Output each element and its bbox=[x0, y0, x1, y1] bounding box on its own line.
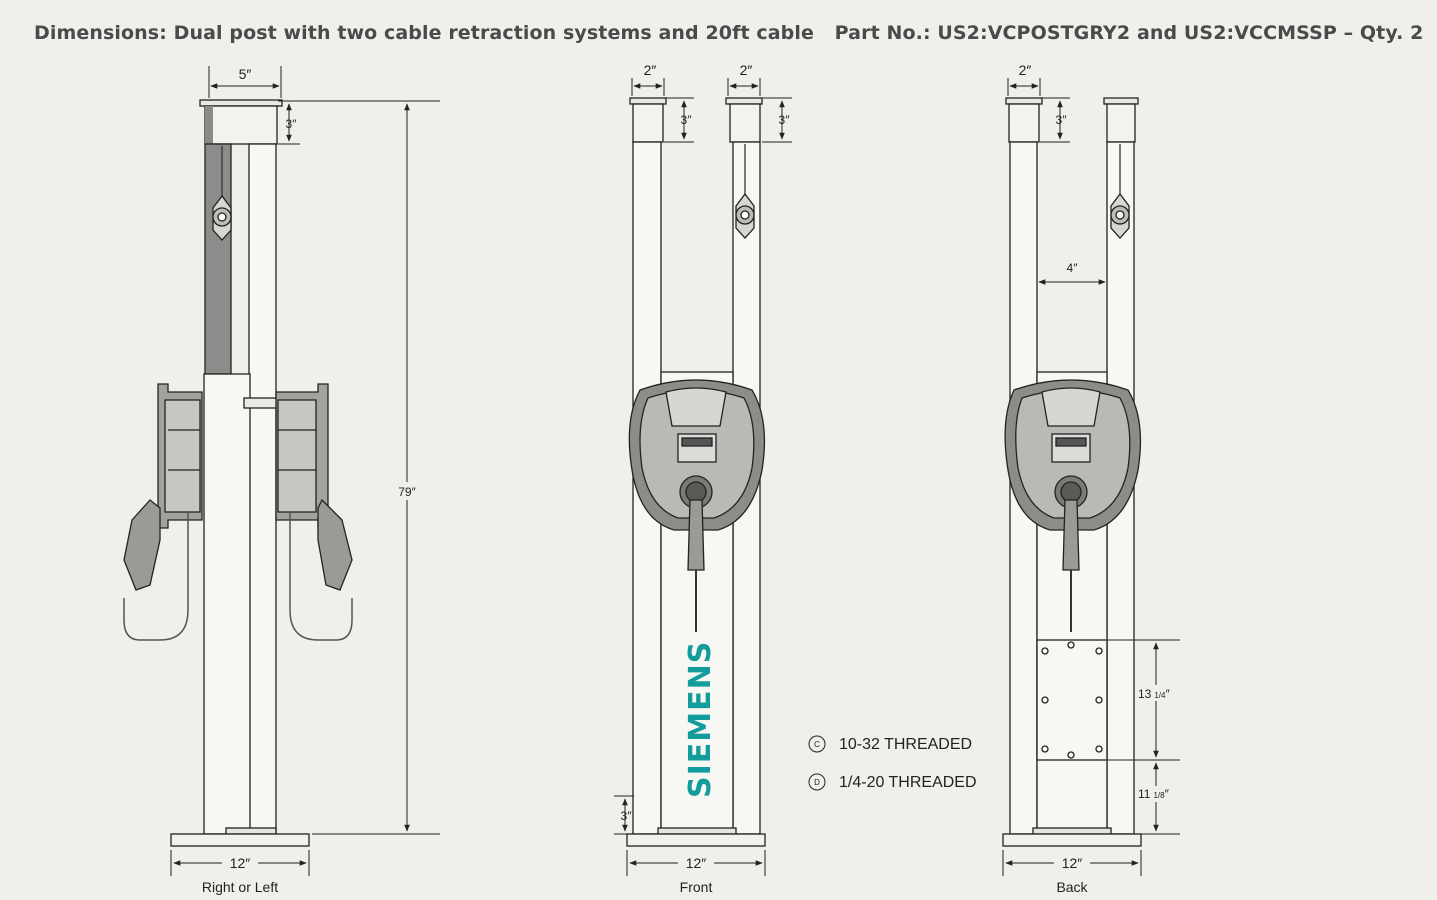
side-top-width-label: 5″ bbox=[239, 66, 252, 82]
side-view-caption: Right or Left bbox=[202, 879, 278, 895]
legend: C 10-32 THREADED D 1/4-20 THREADED bbox=[808, 735, 977, 791]
siemens-logo: SIEMENS bbox=[683, 641, 718, 798]
part-number-text: Part No.: US2:VCPOSTGRY2 and US2:VCCMSSP… bbox=[834, 22, 1424, 44]
legend-c-circle bbox=[808, 735, 826, 753]
back-post-gap-label: 4″ bbox=[1067, 261, 1079, 275]
legend-d-circle bbox=[808, 773, 826, 791]
title-text: Dimensions: Dual post with two cable ret… bbox=[34, 22, 814, 44]
side-cap-height-label: 3″ bbox=[286, 117, 298, 131]
front-right-top-width-label: 2″ bbox=[740, 62, 753, 78]
side-total-height-label: 79″ bbox=[398, 485, 416, 499]
diagram-title: Dimensions: Dual post with two cable ret… bbox=[34, 22, 1437, 44]
back-holster-icon bbox=[1110, 144, 1130, 239]
technical-drawing: 5″ 3″ 79″ 12″ Right or Left bbox=[123, 62, 1180, 895]
side-right-reel-icon bbox=[275, 383, 353, 641]
side-dark-channel bbox=[204, 143, 232, 375]
back-view bbox=[1002, 97, 1142, 847]
side-base-plate bbox=[170, 833, 310, 847]
front-right-cap-height-label: 3″ bbox=[779, 113, 791, 127]
front-bottom-height-label: 3″ bbox=[621, 809, 633, 823]
side-cap bbox=[204, 105, 278, 145]
side-dimensions bbox=[170, 66, 440, 876]
front-holster-icon bbox=[735, 144, 755, 239]
back-charger-icon bbox=[1004, 379, 1142, 632]
back-view-caption: Back bbox=[1056, 879, 1088, 895]
legend-d-symbol: D bbox=[814, 778, 820, 787]
back-right-cap bbox=[1106, 103, 1136, 143]
front-dimensions bbox=[614, 78, 792, 876]
back-cap-height-label: 3″ bbox=[1056, 113, 1068, 127]
legend-d-text: 1/4-20 THREADED bbox=[839, 774, 977, 791]
side-top-plate bbox=[199, 99, 283, 107]
back-base-plate bbox=[1002, 833, 1142, 847]
front-left-cap bbox=[632, 103, 664, 143]
front-base-plate bbox=[626, 833, 766, 847]
front-charger-icon bbox=[628, 379, 766, 632]
side-view bbox=[123, 99, 353, 847]
side-post bbox=[248, 143, 277, 835]
side-base-width-label: 12″ bbox=[230, 855, 251, 871]
side-holster-icon bbox=[212, 146, 232, 241]
legend-c-symbol: C bbox=[814, 740, 820, 749]
legend-c-text: 10-32 THREADED bbox=[839, 736, 972, 753]
front-left-top-width-label: 2″ bbox=[644, 62, 657, 78]
front-right-cap bbox=[729, 103, 761, 143]
front-view-caption: Front bbox=[680, 879, 713, 895]
back-top-width-label: 2″ bbox=[1019, 62, 1032, 78]
back-mounting-plate bbox=[1036, 639, 1108, 761]
back-left-cap bbox=[1008, 103, 1040, 143]
front-base-width-label: 12″ bbox=[686, 855, 707, 871]
front-left-cap-height-label: 3″ bbox=[681, 113, 693, 127]
front-view bbox=[626, 97, 766, 847]
back-base-width-label: 12″ bbox=[1062, 855, 1083, 871]
side-left-reel-icon bbox=[123, 383, 203, 641]
